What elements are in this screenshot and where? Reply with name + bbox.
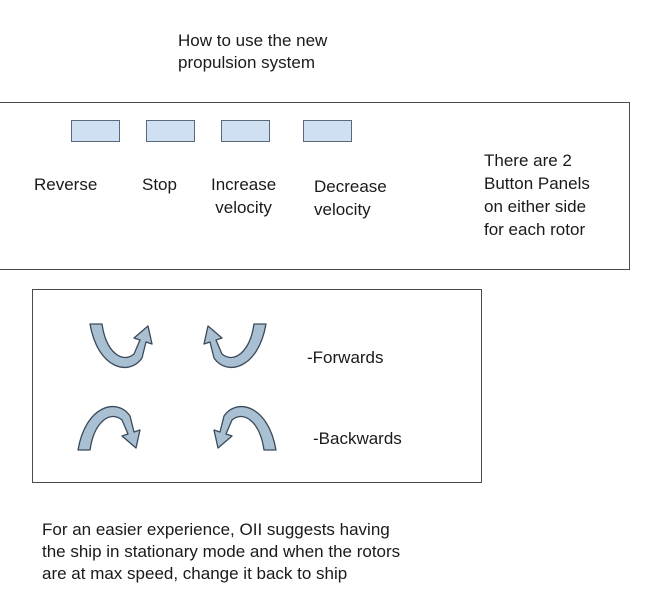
increase-velocity-button[interactable] [221,120,270,142]
decrease-velocity-button[interactable] [303,120,352,142]
button-panel [0,102,630,270]
footer-note: For an easier experience, OII suggests h… [42,520,401,583]
increase-velocity-label: Increase velocity [211,175,277,217]
curved-arrow-backward-mirror-icon [213,406,277,451]
stop-button[interactable] [146,120,195,142]
curved-arrow-forward-icon [89,323,153,368]
title-line-2: propulsion system [178,53,316,72]
title-line-1: How to use the new [178,31,328,50]
diagram-title: How to use the new propulsion system [178,30,327,74]
reverse-label: Reverse [34,175,98,194]
curved-arrow-backward-icon [77,406,141,451]
curved-arrow-forward-mirror-icon [203,323,267,368]
decrease-velocity-label: Decrease velocity [314,177,387,219]
backwards-label: -Backwards [313,429,402,448]
forwards-label: -Forwards [307,348,384,367]
panel-note: There are 2 Button Panels on either side… [484,151,590,239]
rotation-legend-panel [32,289,482,483]
stop-label: Stop [142,175,177,194]
reverse-button[interactable] [71,120,120,142]
